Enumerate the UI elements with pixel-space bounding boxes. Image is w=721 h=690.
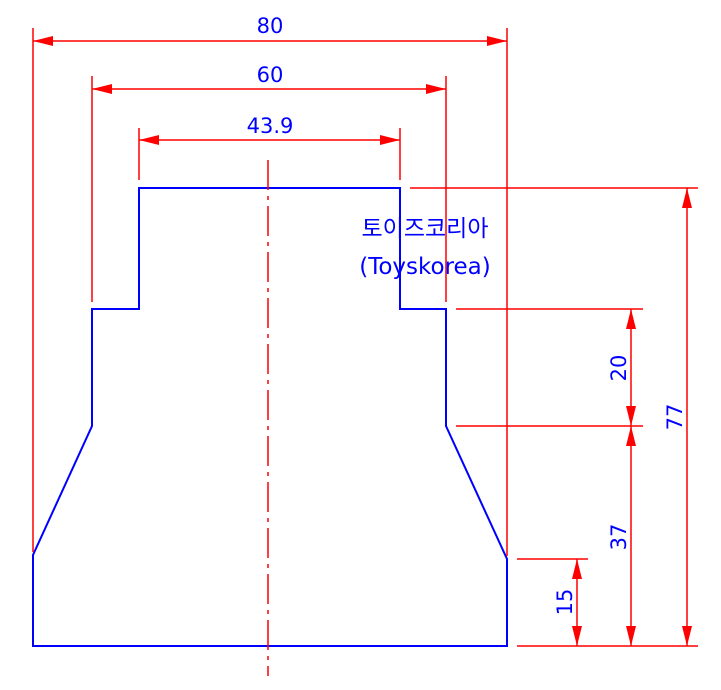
dimension-base-height: 15 (553, 559, 582, 646)
dim-text-20: 20 (607, 355, 631, 382)
dim-text-15: 15 (553, 589, 577, 616)
dimension-overall-height: 77 (663, 188, 692, 646)
dim-text-60: 60 (257, 63, 284, 87)
part-outline (32, 187, 508, 647)
dimension-top-width: 43.9 (138, 114, 401, 180)
dimension-cone-height: 37 (607, 426, 636, 646)
dim-text-37: 37 (607, 524, 631, 551)
dimension-flange-height: 20 (607, 309, 636, 426)
dim-text-43-9: 43.9 (247, 114, 294, 138)
dim-text-80: 80 (257, 14, 284, 38)
dimension-flange-width: 60 (91, 63, 447, 302)
dim-text-77: 77 (663, 404, 687, 431)
label-korean: 토이즈코리아 (362, 216, 489, 242)
dimension-overall-width: 80 (32, 14, 508, 556)
label-english: (Toyskorea) (359, 254, 491, 280)
